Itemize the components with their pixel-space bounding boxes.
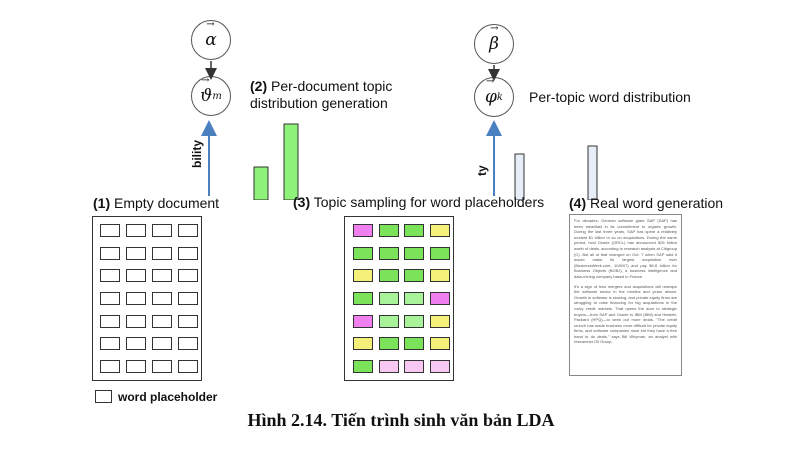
theta-symbol: ϑ (200, 75, 212, 106)
empty-placeholder-cell (152, 314, 172, 328)
empty-placeholder-cell (152, 224, 172, 237)
word-bar-2 (587, 145, 598, 200)
step1-number: (1) (93, 195, 111, 211)
topic-placeholder-cell (353, 314, 373, 328)
topic-bar-1 (253, 166, 269, 200)
topic-placeholder-grid (353, 224, 450, 374)
step3-label: (3) Topic sampling for word placeholders (293, 194, 544, 211)
topic-placeholder-cell (429, 360, 450, 374)
step3-number: (3) (293, 194, 311, 210)
empty-placeholder-cell (126, 224, 146, 237)
phi-subscript: k (496, 91, 503, 103)
empty-placeholder-cell (100, 292, 120, 306)
empty-placeholder-cell (126, 269, 146, 283)
step3-text: Topic sampling for word placeholders (313, 194, 545, 210)
step4-label: (4) Real word generation (569, 195, 723, 212)
topic-placeholder-cell (378, 360, 399, 374)
step4-number: (4) (569, 195, 587, 211)
empty-placeholder-cell (152, 269, 172, 283)
per-topic-word-label: Per-topic word distribution (529, 89, 691, 105)
empty-placeholder-cell (126, 292, 146, 306)
document-paragraph-1: For decades, German software giant SAP (… (574, 218, 677, 279)
empty-placeholder-cell (178, 224, 198, 237)
phi-node: φk (474, 76, 514, 117)
topic-placeholder-cell (378, 292, 399, 306)
empty-placeholder-cell (178, 246, 198, 260)
beta-symbol: β (489, 23, 499, 54)
topic-placeholder-cell (378, 246, 399, 260)
phi-symbol: φ (485, 76, 497, 107)
topic-placeholder-cell (404, 292, 424, 306)
empty-placeholder-cell (100, 269, 120, 283)
topic-placeholder-cell (353, 337, 373, 351)
empty-placeholder-cell (126, 314, 146, 328)
empty-placeholder-cell (178, 337, 198, 351)
alpha-node: α (191, 19, 231, 60)
empty-placeholder-cell (178, 292, 198, 306)
topic-placeholder-cell (404, 314, 424, 328)
topic-placeholder-cell (378, 269, 399, 283)
step1-text: Empty document (114, 195, 220, 211)
topic-placeholder-cell (404, 337, 424, 351)
empty-placeholder-cell (100, 314, 120, 328)
diagram-arrows (201, 61, 598, 200)
topic-placeholder-cell (404, 224, 424, 237)
legend-placeholder-box (95, 390, 112, 403)
empty-placeholder-cell (178, 314, 198, 328)
step1-label: (1) Empty document (93, 195, 219, 212)
topic-bar-2 (283, 123, 299, 200)
empty-placeholder-cell (152, 292, 172, 306)
topic-placeholder-cell (429, 269, 450, 283)
empty-placeholder-cell (126, 360, 146, 374)
topic-placeholder-cell (429, 292, 450, 306)
topic-placeholder-cell (378, 224, 399, 237)
topic-document (344, 216, 454, 381)
empty-placeholder-cell (100, 360, 120, 374)
legend-label: word placeholder (118, 390, 218, 404)
topic-placeholder-cell (429, 246, 450, 260)
theta-node: ϑm (191, 75, 231, 116)
empty-placeholder-cell (178, 360, 198, 374)
empty-placeholder-cell (178, 269, 198, 283)
topic-placeholder-cell (378, 314, 399, 328)
topic-placeholder-cell (353, 269, 373, 283)
step2-line2: distribution generation (250, 95, 388, 111)
empty-placeholder-cell (100, 337, 120, 351)
empty-placeholder-grid (100, 224, 198, 374)
topic-placeholder-cell (378, 337, 399, 351)
topic-placeholder-cell (353, 224, 373, 237)
topic-placeholder-cell (353, 292, 373, 306)
step2-line1: Per-document topic (271, 78, 393, 94)
topic-placeholder-cell (429, 224, 450, 237)
empty-placeholder-cell (126, 337, 146, 351)
figure-caption: Hình 2.14. Tiến trình sinh văn bản LDA (247, 410, 555, 430)
topic-placeholder-cell (429, 314, 450, 328)
topic-placeholder-cell (404, 360, 424, 374)
topic-placeholder-cell (404, 269, 424, 283)
empty-document (92, 216, 202, 381)
topic-placeholder-cell (353, 246, 373, 260)
step4-text: Real word generation (590, 195, 724, 211)
axis-fragment-right: ty (475, 165, 489, 176)
topic-placeholder-cell (429, 337, 450, 351)
real-document: For decades, German software giant SAP (… (569, 214, 682, 376)
empty-placeholder-cell (100, 246, 120, 260)
step2-label: (2) Per-document topic distribution gene… (250, 78, 392, 112)
topic-placeholder-cell (353, 360, 373, 374)
beta-node: β (474, 23, 514, 64)
empty-placeholder-cell (126, 246, 146, 260)
step2-number: (2) (250, 78, 268, 94)
alpha-symbol: α (205, 19, 216, 50)
empty-placeholder-cell (152, 337, 172, 351)
theta-subscript: m (212, 90, 222, 102)
topic-placeholder-cell (404, 246, 424, 260)
empty-placeholder-cell (152, 246, 172, 260)
empty-placeholder-cell (152, 360, 172, 374)
axis-fragment-left: bility (190, 139, 204, 168)
empty-placeholder-cell (100, 224, 120, 237)
word-bar-1 (514, 153, 525, 200)
document-paragraph-2: It's a sign of how mergers and acquisiti… (574, 283, 677, 345)
